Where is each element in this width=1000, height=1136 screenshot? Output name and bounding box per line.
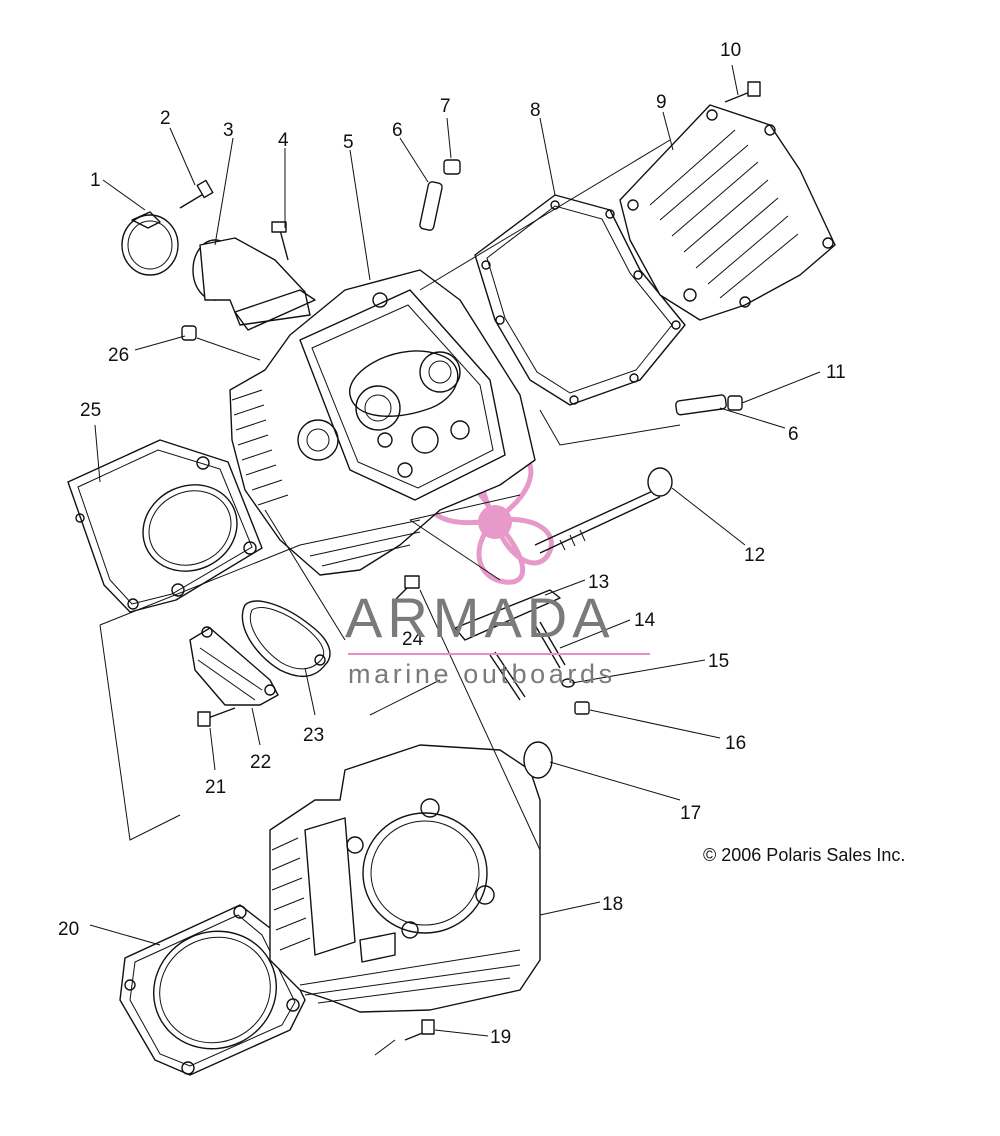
callout-3: 3 — [223, 120, 234, 141]
part-5-cylinder-head — [229, 269, 536, 576]
part-11-nut — [727, 395, 743, 411]
callout-25: 25 — [80, 400, 101, 421]
leader-lines — [89, 64, 821, 1037]
part-17-dowel — [523, 741, 553, 779]
callout-17: 17 — [680, 803, 701, 824]
callout-7: 7 — [440, 96, 451, 117]
part-13-gasket — [454, 589, 561, 641]
callout-19: 19 — [490, 1027, 511, 1048]
part-20-base-gasket — [119, 904, 306, 1076]
callout-10: 10 — [720, 40, 741, 61]
callout-12: 12 — [744, 545, 765, 566]
part-6-dowel-lower — [675, 394, 727, 416]
part-21-bolt — [197, 707, 236, 727]
part-2-bolt — [179, 179, 214, 209]
part-23-side-cover-gasket — [241, 600, 331, 677]
callout-8: 8 — [530, 100, 541, 121]
part-18-cylinder — [269, 744, 541, 1013]
part-7-nut — [443, 159, 461, 175]
callout-labels: 1 2 3 4 5 6 7 8 9 10 11 6 12 13 14 15 16… — [58, 40, 846, 1048]
callout-23: 23 — [303, 725, 324, 746]
part-19-bolt — [404, 1019, 435, 1041]
part-22-side-cover — [189, 626, 279, 706]
callout-4: 4 — [278, 130, 289, 151]
part-26-plug — [181, 325, 197, 341]
part-24-bolt — [394, 575, 420, 601]
propeller-logo-icon — [426, 446, 554, 585]
callout-18: 18 — [602, 894, 623, 915]
callout-15: 15 — [708, 651, 729, 672]
watermark-divider — [348, 653, 650, 655]
callout-20: 20 — [58, 919, 79, 940]
assembly-lines — [99, 139, 681, 1056]
part-3-intake-boot — [192, 237, 316, 331]
copyright-notice: © 2006 Polaris Sales Inc. — [703, 845, 906, 865]
part-9-valve-cover — [619, 104, 836, 321]
callout-11: 11 — [826, 362, 846, 383]
callout-26: 26 — [108, 345, 129, 366]
callout-2: 2 — [160, 108, 171, 129]
callout-16: 16 — [725, 733, 746, 754]
watermark-tagline: marine outboards — [348, 659, 616, 689]
part-4-bolt — [271, 221, 289, 261]
callout-22: 22 — [250, 752, 271, 773]
callout-14: 14 — [634, 610, 656, 631]
part-16-nut — [574, 701, 590, 715]
callout-1: 1 — [90, 170, 101, 191]
callout-9: 9 — [656, 92, 667, 113]
watermark-brand: ARMADA — [345, 586, 615, 649]
part-1-clamp — [121, 211, 179, 276]
part-8-valve-cover-gasket — [474, 194, 686, 406]
part-25-head-gasket-upper — [67, 439, 263, 613]
callout-21: 21 — [205, 777, 226, 798]
part-6-dowel-upper — [419, 181, 443, 231]
callout-13: 13 — [588, 572, 609, 593]
part-14-stud — [489, 621, 566, 701]
callout-6-lower: 6 — [788, 424, 799, 445]
part-12-head-bolt — [534, 467, 673, 554]
callout-6-upper: 6 — [392, 120, 403, 141]
part-10-bolt — [724, 81, 761, 103]
callout-5: 5 — [343, 132, 354, 153]
callout-24: 24 — [402, 629, 424, 650]
